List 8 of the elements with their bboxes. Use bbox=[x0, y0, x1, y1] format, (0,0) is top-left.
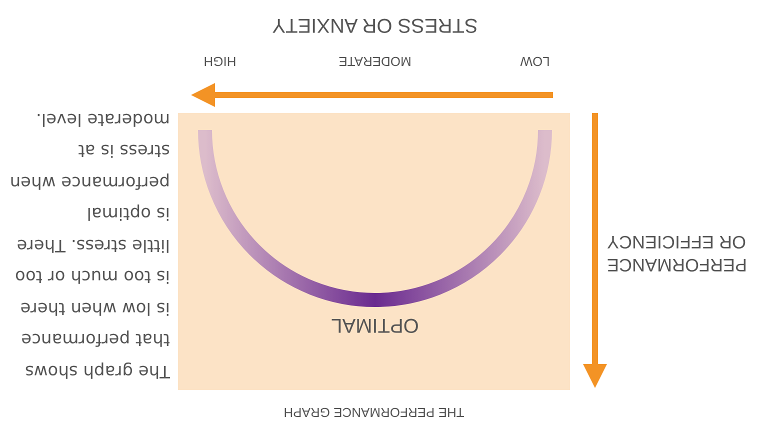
graph-title: THE PERFORMANCE GRAPH bbox=[282, 405, 466, 420]
description-text: The graph shows that performance is low when there is too much or too little stress. There is optimal performance when stress is at moderate level. bbox=[8, 108, 170, 383]
axis-title: PERFORMANCE OR EFFICIENCY bbox=[607, 231, 748, 276]
axis-tick-label: LOW bbox=[519, 54, 551, 69]
axis-tick-label: MODERATE bbox=[338, 54, 412, 69]
axis-tick-label: HIGH bbox=[202, 54, 238, 69]
axis-title: STRESS OR ANXIETY bbox=[271, 13, 479, 36]
curve-label: OPTIMAL bbox=[330, 313, 420, 336]
